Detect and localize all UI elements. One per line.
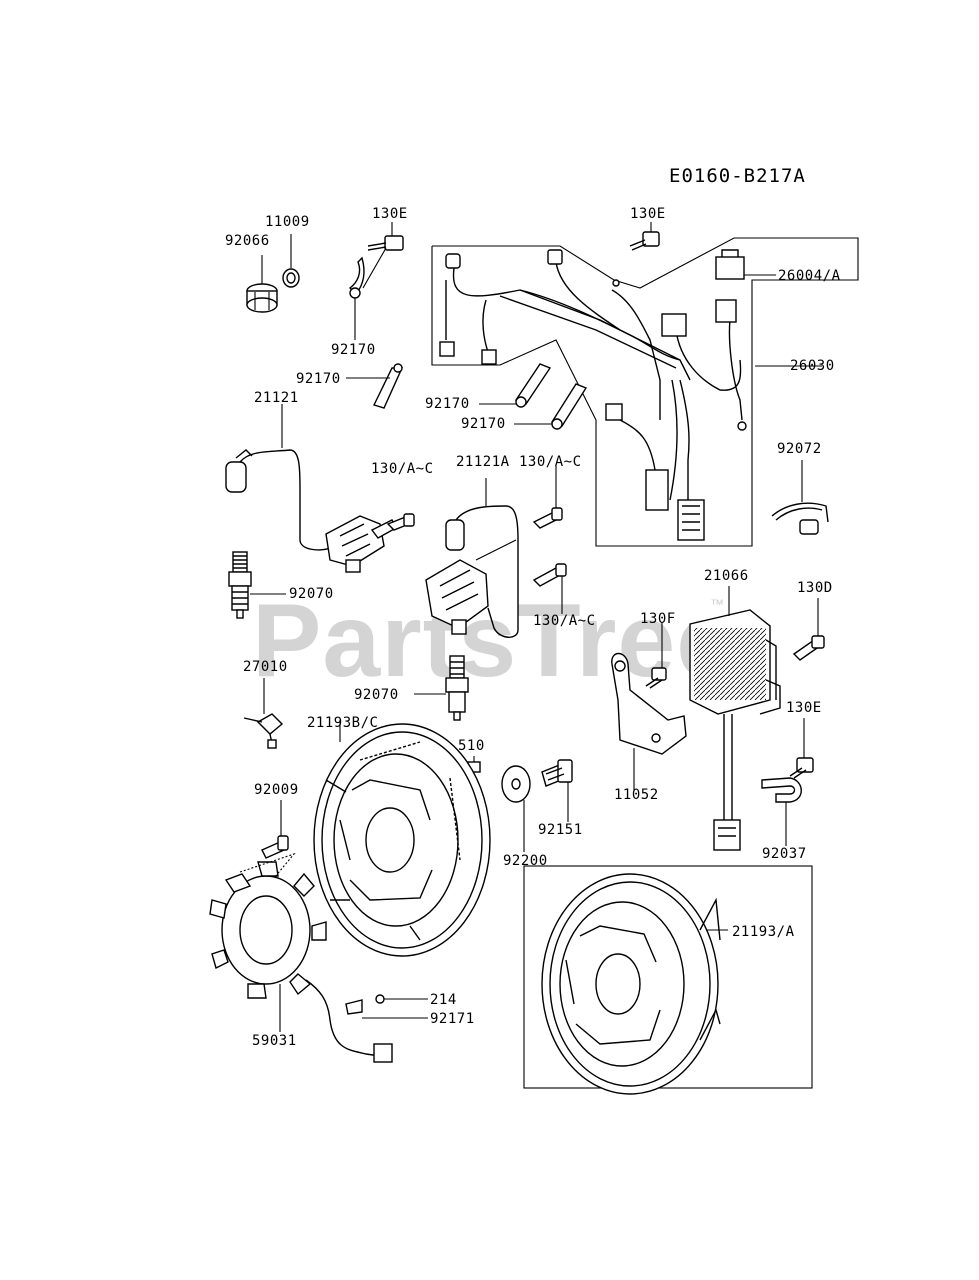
part-label-130f: 130F — [640, 611, 676, 627]
part-label-130-a-c: 130/A~C — [519, 454, 582, 470]
part-label-92200: 92200 — [503, 853, 548, 869]
part-label-59031: 59031 — [252, 1033, 297, 1049]
bolt-130e-right — [789, 718, 814, 779]
bracket-11052 — [611, 652, 687, 755]
clamp-92171 — [345, 999, 363, 1015]
part-label-92170: 92170 — [461, 416, 506, 432]
part-label-92066: 92066 — [225, 233, 270, 249]
part-label-130d: 130D — [797, 580, 833, 596]
part-label-92072: 92072 — [777, 441, 822, 457]
part-label-27010: 27010 — [243, 659, 288, 675]
wire-harness-group-outline — [431, 237, 859, 547]
part-label-130-a-c: 130/A~C — [371, 461, 434, 477]
part-label-21193b-c: 21193B/C — [307, 715, 379, 731]
part-label-26004a: 26004/A — [778, 268, 841, 284]
clamp-92037 — [761, 777, 802, 803]
screw-214 — [375, 994, 385, 1004]
bolt-92009 — [261, 800, 289, 859]
clamp-92170-mid — [373, 367, 404, 409]
part-label-92170: 92170 — [331, 342, 376, 358]
spark-plug-92070-center — [414, 655, 469, 721]
drain-plug-part — [246, 283, 278, 313]
bolt-92151 — [541, 759, 573, 822]
part-label-21121a: 21121A — [456, 454, 510, 470]
part-label-21193a: 21193/A — [732, 924, 795, 940]
part-label-21066: 21066 — [704, 568, 749, 584]
ignition-coil-21121a — [425, 478, 519, 638]
part-label-92171: 92171 — [430, 1011, 475, 1027]
flywheel-group-outline — [523, 865, 813, 1089]
sensor-27010 — [243, 678, 284, 749]
part-label-92070: 92070 — [289, 586, 334, 602]
part-label-92009: 92009 — [254, 782, 299, 798]
wire-harness-26030 — [439, 249, 747, 541]
part-label-130e: 130E — [786, 700, 822, 716]
part-label-21121: 21121 — [254, 390, 299, 406]
diagram-code: E0160-B217A — [669, 165, 806, 187]
part-label-92070: 92070 — [354, 687, 399, 703]
part-label-92170: 92170 — [425, 396, 470, 412]
gasket-washer-part — [282, 268, 300, 288]
part-label-26030: 26030 — [790, 358, 835, 374]
regulator-21066 — [689, 586, 781, 851]
part-label-92151: 92151 — [538, 822, 583, 838]
ignition-coil-21121 — [225, 404, 397, 573]
flywheel-21193a — [541, 873, 728, 1095]
strap-92072 — [771, 460, 829, 535]
part-label-130e: 130E — [630, 206, 666, 222]
part-label-130-a-c: 130/A~C — [533, 613, 596, 629]
part-label-92037: 92037 — [762, 846, 807, 862]
washer-92200 — [501, 765, 531, 803]
part-label-214: 214 — [430, 992, 457, 1008]
bolt-130e-top-left — [367, 235, 404, 251]
trademark-mark: ™ — [710, 596, 724, 612]
clamp-92170-top — [348, 256, 365, 296]
stator-59031 — [209, 852, 393, 1063]
part-label-130e: 130E — [372, 206, 408, 222]
bolt-130e-harness — [629, 222, 660, 251]
part-label-11009: 11009 — [265, 214, 310, 230]
connector-26004a — [715, 249, 776, 280]
part-label-510: 510 — [458, 738, 485, 754]
part-label-92170: 92170 — [296, 371, 341, 387]
part-label-11052: 11052 — [614, 787, 659, 803]
spark-plug-92070-left — [228, 551, 286, 619]
bolt-130f — [645, 622, 667, 689]
flywheel-21193bc — [313, 720, 491, 957]
